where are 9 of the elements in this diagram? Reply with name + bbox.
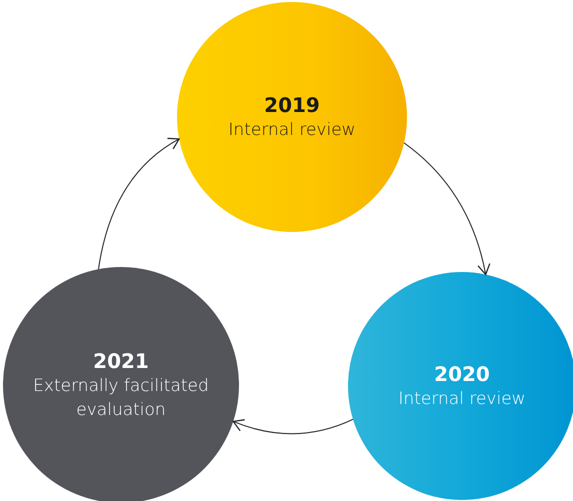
curved-arrow <box>98 138 180 270</box>
curved-arrow <box>232 418 354 434</box>
year-label: 2019 <box>264 92 320 118</box>
node-text: Internal review <box>228 119 356 142</box>
node-text: Externally facilitated evaluation <box>32 375 210 422</box>
year-label: 2021 <box>93 348 149 374</box>
node-text: Internal review <box>398 388 526 411</box>
year-label: 2020 <box>434 361 490 387</box>
curved-arrow <box>404 142 490 276</box>
